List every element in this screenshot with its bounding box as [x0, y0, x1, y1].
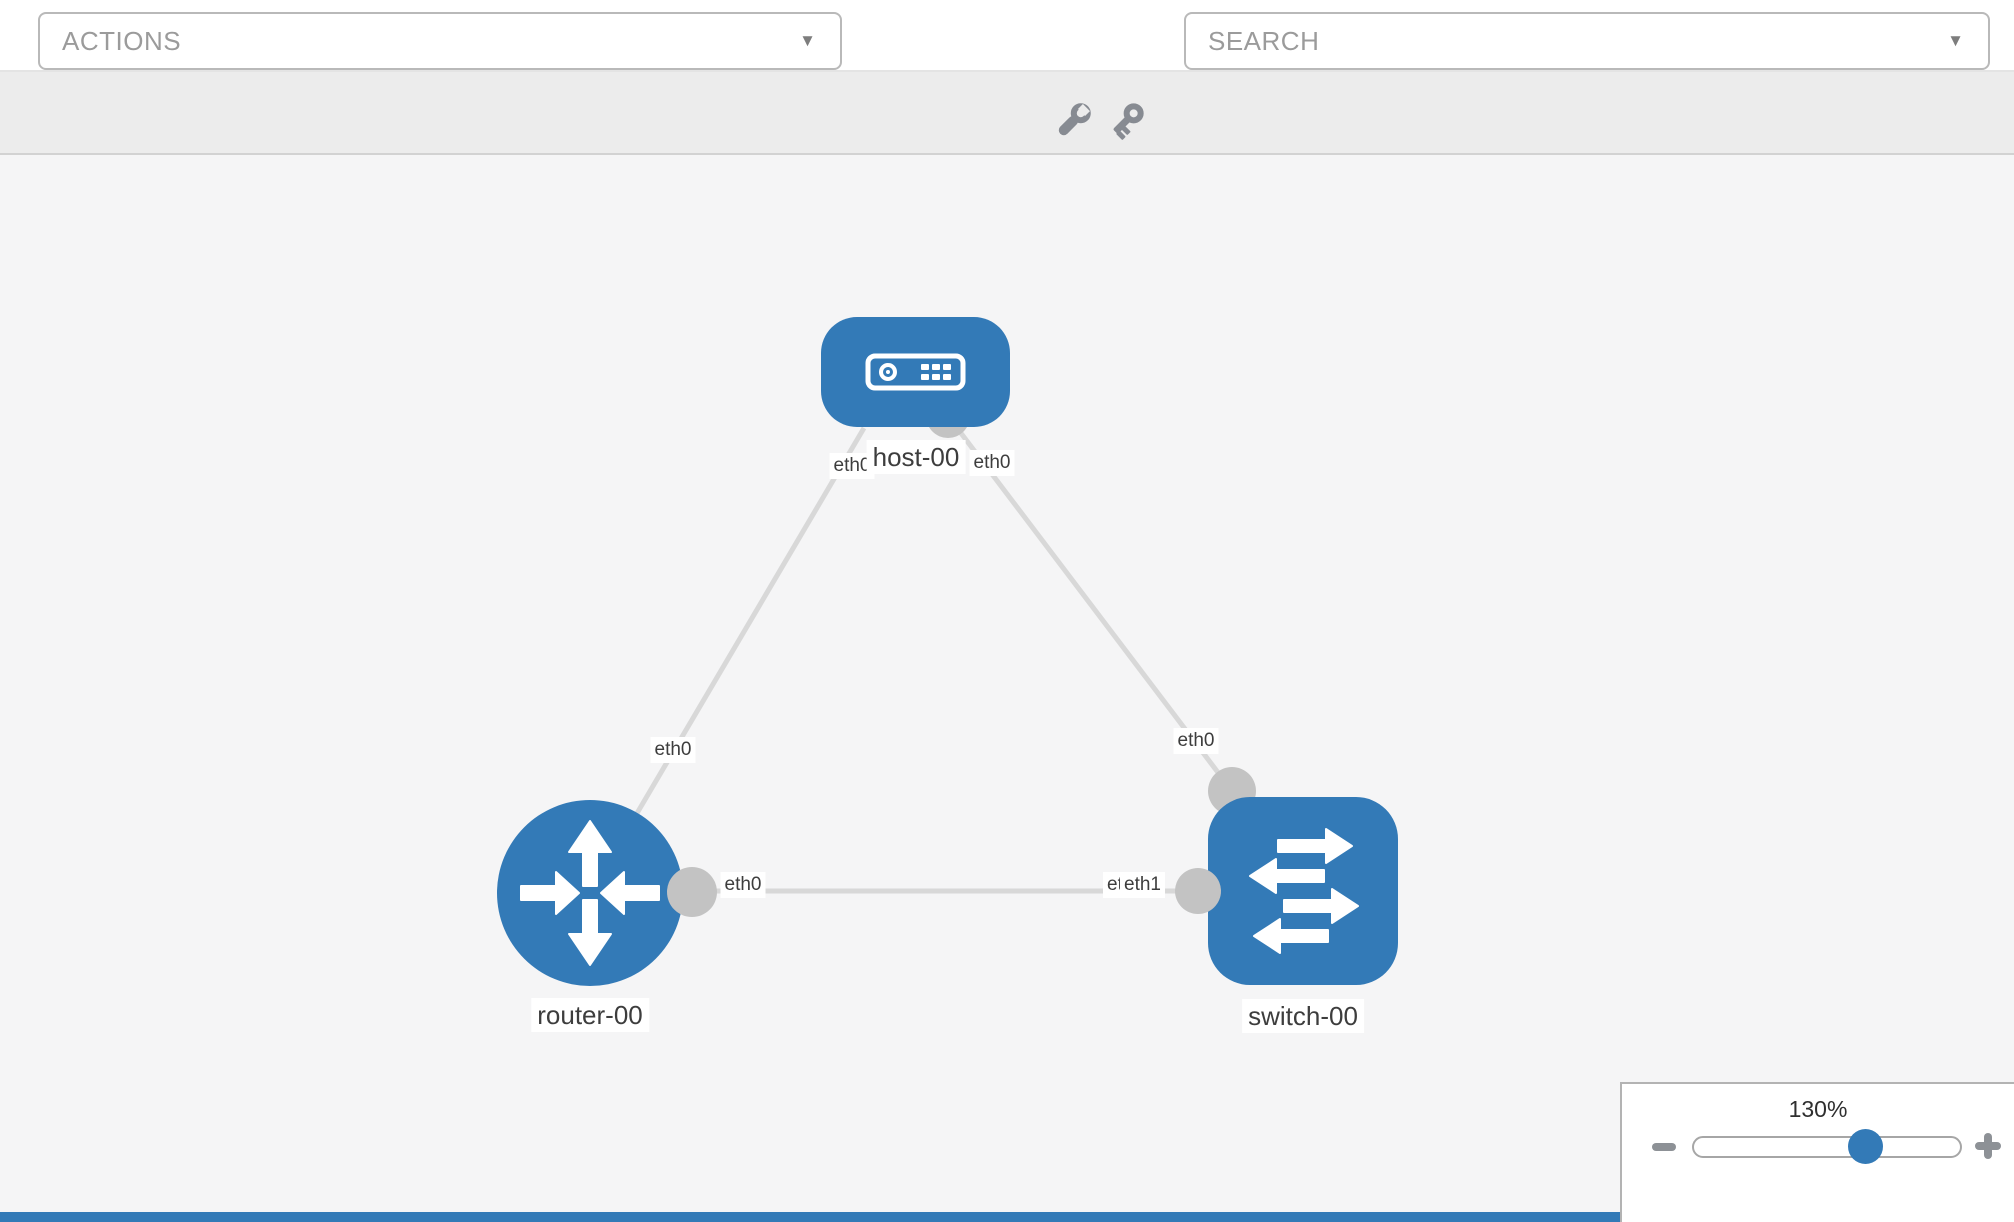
credentials-button[interactable] — [1107, 97, 1153, 143]
actions-dropdown-label: ACTIONS — [62, 25, 182, 56]
zoom-out-button[interactable] — [1650, 1134, 1680, 1160]
bottom-accent-bar — [0, 1212, 1620, 1222]
actions-dropdown[interactable]: ACTIONS ▼ — [38, 12, 842, 70]
node-switch[interactable] — [1208, 797, 1398, 985]
port-label: eth0 — [1173, 728, 1219, 754]
port-label: eth0 — [650, 737, 696, 763]
chevron-down-icon: ▼ — [1947, 31, 1964, 50]
zoom-slider-track[interactable] — [1692, 1136, 1962, 1158]
zoom-panel: 130% — [1620, 1082, 2014, 1222]
interface-dot-switch-left[interactable] — [1175, 868, 1221, 914]
port-label: eth0 — [969, 450, 1015, 476]
topology-canvas-background[interactable] — [0, 155, 2014, 1212]
zoom-slider-thumb[interactable] — [1848, 1129, 1883, 1164]
node-host[interactable] — [821, 317, 1010, 427]
router-icon — [520, 820, 660, 966]
port-label: eth1 — [1120, 872, 1165, 898]
minus-icon — [1652, 1143, 1676, 1151]
plus-icon — [1984, 1133, 1992, 1159]
configure-button[interactable] — [1050, 97, 1096, 143]
node-label-host: host-00 — [866, 440, 966, 474]
toolbar — [0, 72, 2014, 155]
node-label-router: router-00 — [531, 998, 649, 1032]
zoom-in-button[interactable] — [1972, 1130, 2004, 1162]
node-router[interactable] — [497, 800, 683, 986]
search-dropdown[interactable]: SEARCH ▼ — [1184, 12, 1990, 70]
key-icon — [1113, 103, 1144, 140]
interface-dot-router-right[interactable] — [667, 867, 717, 917]
wrench-icon — [1058, 103, 1091, 136]
zoom-level: 130% — [1788, 1096, 1848, 1122]
search-placeholder: SEARCH — [1208, 25, 1320, 56]
switch-icon — [1249, 828, 1359, 954]
chevron-down-icon: ▼ — [799, 31, 816, 50]
host-icon — [865, 353, 966, 391]
node-label-switch: switch-00 — [1242, 999, 1364, 1033]
port-label: eth0 — [720, 872, 766, 898]
